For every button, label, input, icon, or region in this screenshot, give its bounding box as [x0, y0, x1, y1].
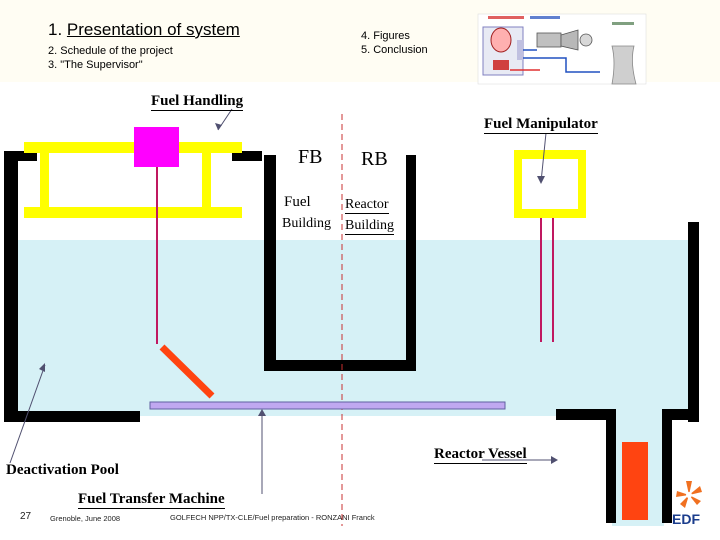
- crane-trolley: [134, 127, 179, 167]
- edf-logo-icon: [676, 481, 702, 508]
- footer-location-date: Grenoble, June 2008: [50, 514, 121, 523]
- footer-credit: GOLFECH NPP/TX-CLE/Fuel preparation - RO…: [170, 513, 375, 522]
- tilted-fuel-assembly: [159, 344, 215, 399]
- title-text: Presentation of system: [66, 20, 240, 39]
- pool-water: [18, 240, 694, 416]
- label-fb: FB: [298, 146, 323, 168]
- menu-item-schedule[interactable]: 2. Schedule of the project: [48, 45, 173, 57]
- menu-item-supervisor[interactable]: 3. "The Supervisor": [48, 59, 143, 71]
- menu-left: 2. Schedule of the project 3. "The Super…: [48, 44, 173, 72]
- label-fuel-handling: Fuel Handling: [151, 93, 244, 111]
- menu-right: 4. Figures 5. Conclusion: [361, 29, 428, 57]
- fuel-handling-crane: [24, 142, 242, 218]
- menu-item-conclusion[interactable]: 5. Conclusion: [361, 44, 428, 56]
- label-rb: RB: [361, 148, 388, 170]
- callout-arrowheads: [39, 123, 558, 464]
- fuel-manipulator-frame: [514, 150, 586, 218]
- label-fuel-manipulator: Fuel Manipulator: [484, 116, 598, 134]
- slide-title: 1. Presentation of system: [48, 20, 240, 40]
- page-number: 27: [20, 511, 32, 522]
- label-fuel-transfer-machine: Fuel Transfer Machine: [78, 491, 225, 509]
- label-reactor: Reactor: [345, 197, 389, 214]
- pool-walls: [4, 151, 699, 523]
- reactor-core-assembly: [622, 442, 648, 520]
- edf-logo-text: EDF: [672, 511, 700, 527]
- label-fuel: Fuel: [284, 194, 311, 210]
- label-building-fb: Building: [282, 216, 332, 231]
- power-plant-schematic-icon: [477, 13, 647, 85]
- label-building-rb: Building: [345, 218, 395, 235]
- label-reactor-vessel: Reactor Vessel: [434, 446, 527, 464]
- label-deactivation-pool: Deactivation Pool: [6, 462, 119, 478]
- callout-pointers: [9, 108, 556, 494]
- menu-item-figures[interactable]: 4. Figures: [361, 30, 410, 42]
- transfer-tube: [149, 401, 506, 410]
- title-number: 1.: [48, 20, 63, 39]
